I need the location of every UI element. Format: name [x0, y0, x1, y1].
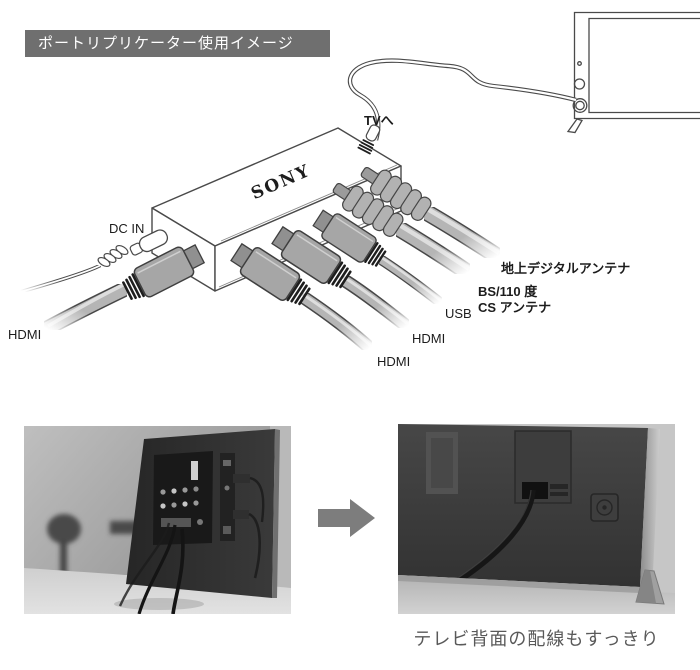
label-bs-cs-line2: CS アンテナ: [478, 300, 551, 315]
label-bs-cs-line1: BS/110 度: [478, 284, 538, 299]
transition-arrow: [312, 494, 382, 544]
label-terrestrial: 地上デジタルアンテナ: [501, 261, 630, 276]
section-title-banner: ポートリプリケーター使用イメージ: [25, 30, 330, 57]
dc-in-cable: [19, 263, 102, 294]
caption-text: テレビ背面の配線もすっきり: [413, 629, 660, 649]
before-photo-image: [24, 426, 291, 614]
dc-in-connector: [97, 229, 169, 268]
tv-outline: [566, 11, 700, 134]
before-photo: [24, 426, 291, 614]
hdmi-plug-side: [122, 244, 206, 300]
after-photo: [398, 424, 675, 614]
antenna-cable-bs-cs: [393, 220, 475, 282]
diagram-labels: TVへ DC IN HDMI HDMI HDMI USB BS/110 度 CS…: [8, 113, 630, 369]
antenna-boot-terrestrial: [360, 166, 432, 221]
label-hdmi-1: HDMI: [377, 354, 410, 369]
hdmi-cable-1: [299, 291, 377, 356]
tv-cable: [347, 58, 577, 141]
label-hdmi-2: HDMI: [412, 331, 445, 346]
arrow-icon: [318, 499, 375, 537]
label-to-tv: TVへ: [364, 113, 394, 128]
usb-plug: [312, 209, 387, 267]
tv-cable-connector: [357, 124, 381, 155]
after-photo-image: [398, 424, 675, 614]
dc-cable-coil: [97, 244, 129, 268]
section-title: ポートリプリケーター使用イメージ: [38, 35, 294, 52]
hdmi-cable-side: [40, 281, 131, 337]
antenna-boot-bs-cs: [332, 182, 404, 237]
connection-diagram: SONY: [8, 11, 700, 369]
hdmi-plug-1: [230, 242, 311, 306]
hdmi-plug-2: [271, 225, 352, 289]
label-hdmi-side: HDMI: [8, 327, 41, 342]
photos-caption: テレビ背面の配線もすっきり: [398, 625, 675, 651]
antenna-cable-terrestrial: [421, 204, 505, 266]
hdmi-cable-2: [340, 274, 414, 334]
label-usb: USB: [445, 306, 472, 321]
label-dc-in: DC IN: [109, 221, 144, 236]
usb-cable: [377, 254, 446, 309]
